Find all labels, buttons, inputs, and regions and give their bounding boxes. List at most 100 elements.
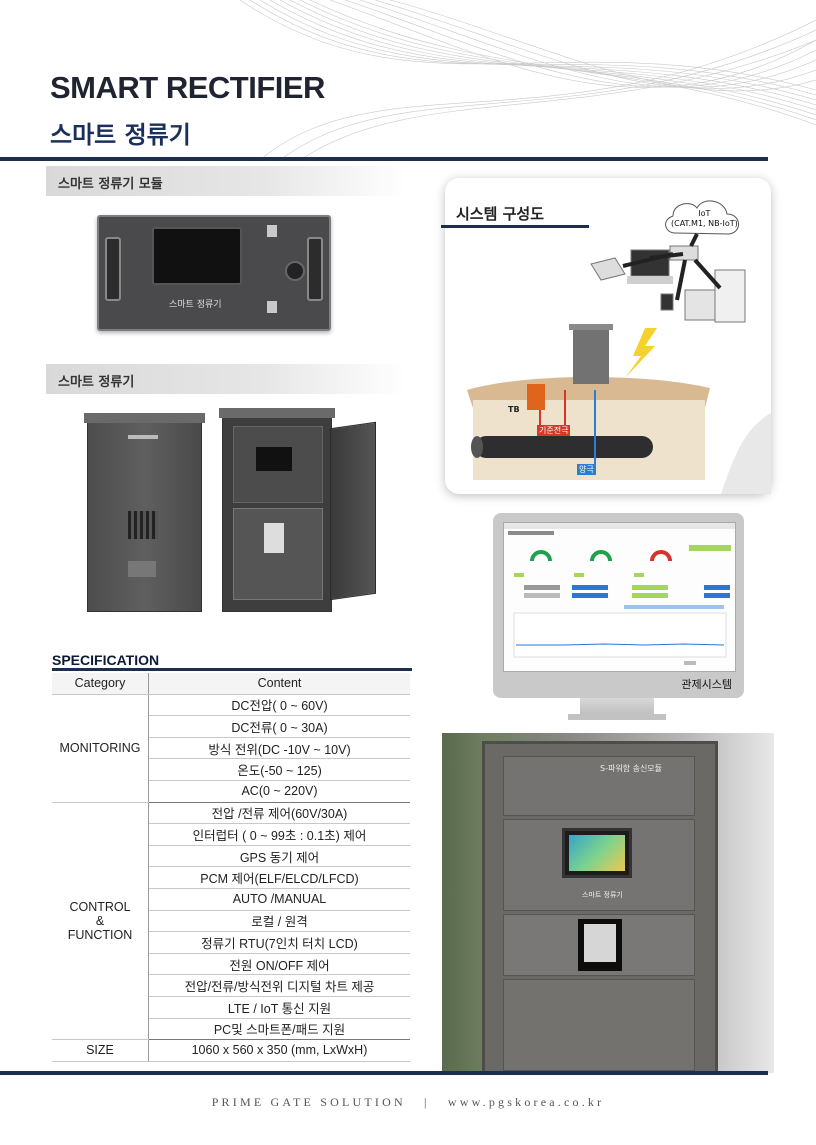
tablet-icon (590, 257, 626, 281)
spec-item: DC전압( 0 ~ 60V) (148, 694, 410, 717)
table-row: DC전류( 0 ~ 30A) (52, 715, 410, 738)
cloud-icon (665, 200, 739, 235)
spec-item: 온도(-50 ~ 125) (148, 758, 410, 781)
table-row: 인터럽터 ( 0 ~ 99초 : 0.1초) 제어 (52, 823, 410, 846)
module-knob (285, 261, 305, 281)
spec-item: AUTO /MANUAL (148, 888, 410, 911)
monitor-screen (503, 522, 736, 672)
power-meter (578, 919, 622, 971)
table-row: SIZE 1060 x 560 x 350 (mm, LxWxH) (52, 1039, 410, 1062)
module-screen (152, 227, 242, 285)
cabinet-closed-photo (84, 413, 205, 612)
gauge-icon (590, 550, 612, 562)
table-row: AC(0 ~ 220V) (52, 780, 410, 803)
table-row: PCM 제어(ELF/ELCD/LFCD) (52, 866, 410, 889)
reference-electrode-label: 기준전극 (537, 425, 571, 436)
spec-item: 방식 전위(DC -10V ~ 10V) (148, 737, 410, 760)
spec-item: LTE / IoT 통신 지원 (148, 996, 410, 1019)
rectifier-roof (569, 324, 613, 330)
pipeline (475, 436, 653, 458)
spec-item: 전압/전류/방식전위 디지털 차트 제공 (148, 974, 410, 997)
section-header-module: 스마트 정류기 모듈 (46, 166, 406, 196)
test-box (527, 384, 545, 410)
meter-face (584, 924, 616, 962)
table-header-row: Category Content (52, 673, 410, 695)
cabinet-vent (128, 511, 158, 539)
module-handle-right (307, 237, 323, 301)
column-header-category: Category (52, 673, 149, 695)
top-module-panel: S-파워함 송신모듈 (503, 756, 695, 816)
table-row: 전원 ON/OFF 제어 (52, 953, 410, 976)
footer-divider (0, 1071, 768, 1075)
table-row: 정류기 RTU(7인치 터치 LCD) (52, 931, 410, 954)
spec-item: GPS 동기 제어 (148, 845, 410, 868)
top-module-text: S-파워함 송신모듈 (600, 764, 663, 773)
category-line: CONTROL (69, 899, 131, 914)
table-row: 전압/전류/방식전위 디지털 차트 제공 (52, 974, 410, 997)
installed-cabinet-photo: S-파워함 송신모듈 스마트 정류기 (442, 733, 774, 1073)
system-diagram (467, 200, 771, 494)
control-module-panel: 스마트 정류기 (503, 819, 695, 911)
category-monitoring: MONITORING (52, 694, 149, 803)
cabinet-screen (256, 447, 292, 471)
spec-item: 1060 x 560 x 350 (mm, LxWxH) (148, 1039, 410, 1062)
spec-item: 전원 ON/OFF 제어 (148, 953, 410, 976)
spec-table: Category Content MONITORING DC전압( 0 ~ 60… (52, 673, 410, 1062)
dashboard-screenshot (504, 523, 735, 665)
rectifier-cabinet (573, 328, 609, 384)
hinge (267, 301, 277, 313)
cabinet-open-photo (219, 408, 335, 612)
table-row: LTE / IoT 통신 지원 (52, 996, 410, 1019)
table-row: MONITORING DC전압( 0 ~ 60V) (52, 694, 410, 803)
header-wave-lines (239, 0, 816, 161)
router-icon (669, 245, 699, 261)
desktop-tower-icon (714, 269, 746, 323)
rectifier-module-photo: 스마트 정류기 (97, 215, 331, 331)
footer-website: www.pgskorea.co.kr (447, 1095, 605, 1109)
page-curl (721, 413, 771, 494)
spec-item: DC전류( 0 ~ 30A) (148, 715, 410, 738)
spec-item: 정류기 RTU(7인치 터치 LCD) (148, 931, 410, 954)
laptop-base (627, 276, 673, 284)
cabinet-meter (264, 523, 284, 553)
table-row: CONTROL & FUNCTION 전압 /전류 제어(60V/30A) (52, 802, 410, 1041)
table-row: GPS 동기 제어 (52, 845, 410, 868)
module-brand: 스마트 정류기 (169, 300, 222, 310)
table-row: 온도(-50 ~ 125) (52, 758, 410, 781)
monitoring-monitor: 관제시스템 (493, 513, 744, 698)
spec-item: 인터럽터 ( 0 ~ 99초 : 0.1초) 제어 (148, 823, 410, 846)
page-subtitle: 스마트 정류기 (50, 121, 191, 149)
monitor-caption: 관제시스템 (681, 678, 732, 691)
column-header-content: Content (148, 673, 410, 695)
tb-label: TB (508, 405, 520, 414)
phone-icon (660, 293, 674, 311)
system-diagram-title: 시스템 구성도 (456, 205, 545, 223)
category-control-function: CONTROL & FUNCTION (52, 802, 149, 1041)
module-handle-left (105, 237, 121, 301)
wireless-lightning-icon (625, 328, 657, 378)
anode-label: 양극 (577, 464, 596, 475)
spec-item: 전압 /전류 제어(60V/30A) (148, 802, 410, 825)
table-row: PC및 스마트폰/패드 지원 (52, 1018, 410, 1041)
gauge-icon (530, 550, 552, 562)
bottom-panel (503, 979, 695, 1071)
touch-lcd (562, 828, 632, 878)
spec-item: 로컬 / 원격 (148, 910, 410, 933)
table-row: 로컬 / 원격 (52, 910, 410, 933)
lcd-content (569, 835, 625, 871)
monitor-stand (580, 698, 654, 716)
spec-item: AC(0 ~ 220V) (148, 780, 410, 803)
page-title: SMART RECTIFIER (50, 70, 325, 105)
iot-label: IoT (CAT.M1, NB-IoT) (671, 209, 738, 229)
cabinet-roof (84, 413, 205, 423)
hinge (267, 225, 277, 237)
cabinet-lower-panel (233, 508, 323, 600)
iot-title: IoT (698, 209, 711, 218)
cabinet-roof (219, 408, 335, 418)
gauge-icon (650, 550, 672, 562)
cabinet-control-panel (233, 426, 323, 503)
meter-panel (503, 914, 695, 976)
footer-text: PRIME GATE SOLUTION | www.pgskorea.co.kr (0, 1095, 816, 1110)
table-row: 방식 전위(DC -10V ~ 10V) (52, 737, 410, 760)
category-line: & (95, 913, 105, 928)
